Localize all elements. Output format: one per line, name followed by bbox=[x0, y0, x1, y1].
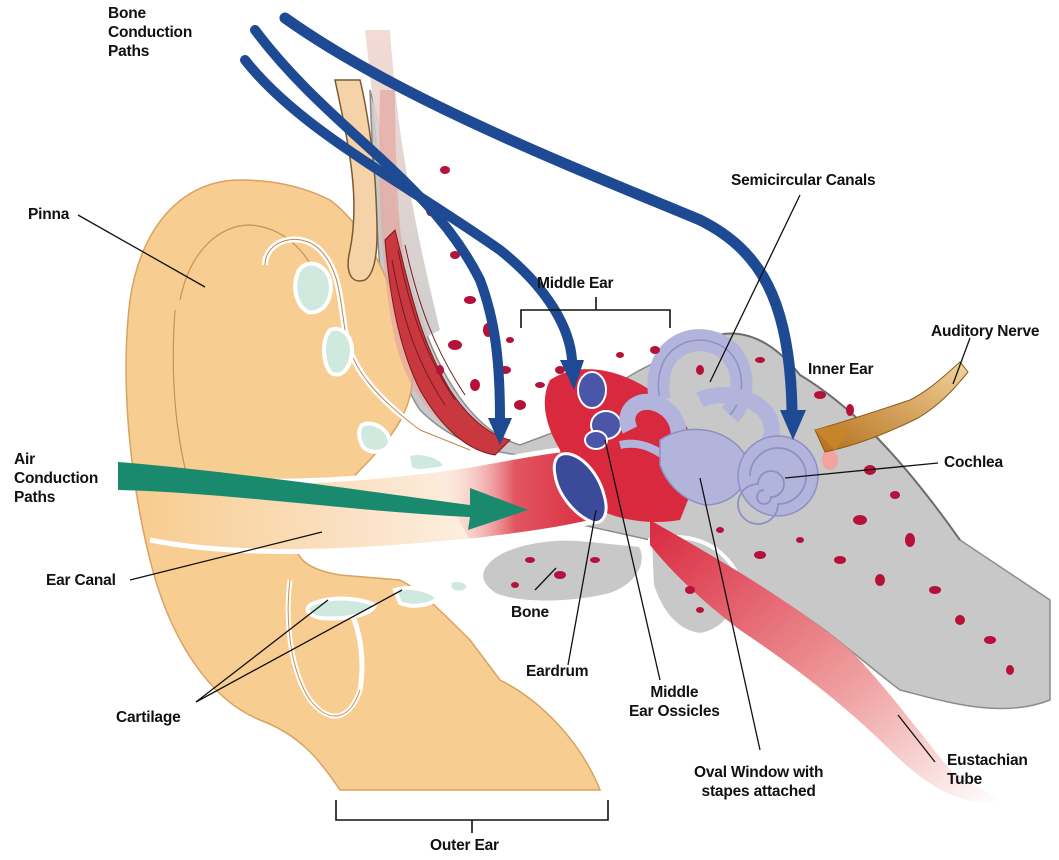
auditory-nerve-label: Auditory Nerve bbox=[931, 322, 1039, 341]
outer-ear-label: Outer Ear bbox=[430, 836, 499, 855]
inner-ear-label: Inner Ear bbox=[808, 360, 873, 379]
eustachian-tube-label: Eustachian Tube bbox=[947, 751, 1028, 789]
pinna-label: Pinna bbox=[28, 205, 69, 224]
bone-conduction-paths-label: Bone Conduction Paths bbox=[108, 4, 192, 61]
oval-window-label: Oval Window with stapes attached bbox=[694, 763, 823, 801]
middle-ear-ossicles-label: Middle Ear Ossicles bbox=[629, 683, 720, 721]
air-conduction-paths-label: Air Conduction Paths bbox=[14, 450, 98, 507]
middle-ear-label: Middle Ear bbox=[537, 274, 613, 293]
cartilage-label: Cartilage bbox=[116, 708, 181, 727]
eardrum-label: Eardrum bbox=[526, 662, 588, 681]
semicircular-canals-label: Semicircular Canals bbox=[731, 171, 875, 190]
bone-label: Bone bbox=[511, 603, 549, 622]
ear-canal-label: Ear Canal bbox=[46, 571, 116, 590]
outer-ear-bracket bbox=[336, 800, 608, 833]
cochlea-label: Cochlea bbox=[944, 453, 1003, 472]
